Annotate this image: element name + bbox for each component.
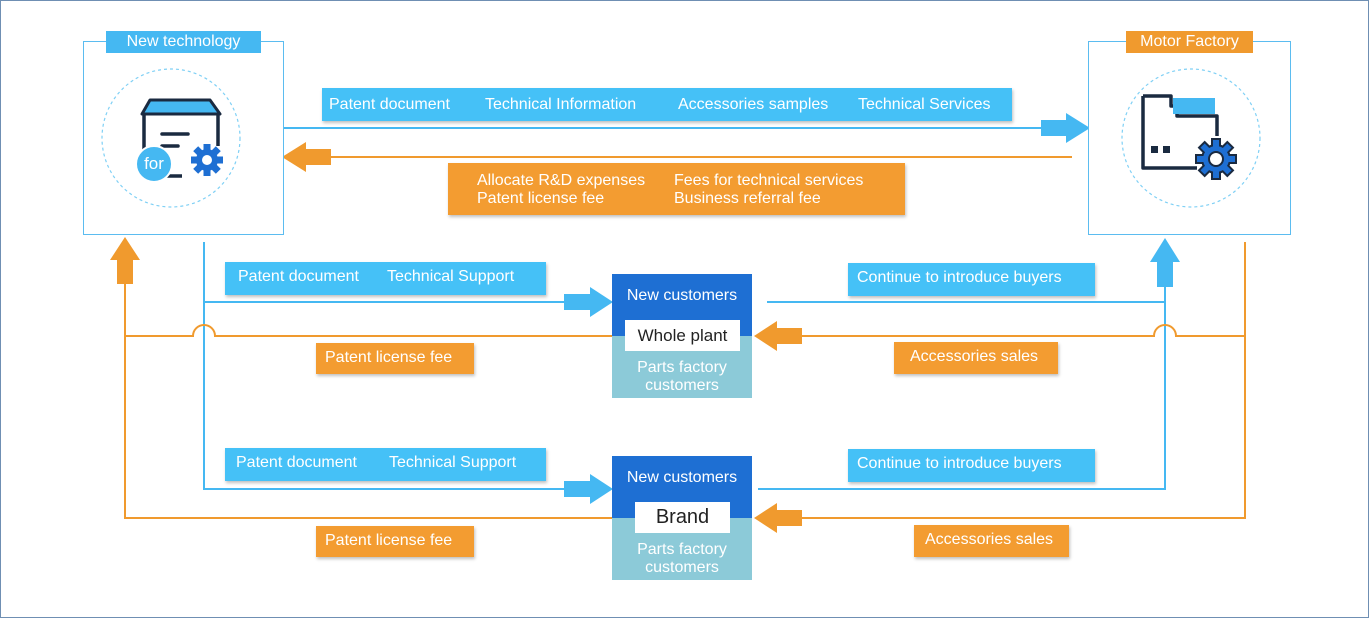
support-item: Technical Support (387, 268, 515, 285)
arrow-to-new-technology (282, 142, 331, 172)
support-item: Patent document (238, 268, 359, 285)
top-flow-item: Technical Information (485, 96, 637, 113)
top-flow-item: Accessories samples (678, 96, 829, 113)
technology-box-gear-icon (101, 68, 241, 208)
new-technology-title: New technology (106, 31, 261, 53)
support-item: Technical Support (389, 454, 517, 471)
right-blue-trunk (758, 286, 1166, 490)
arrow-to-customer-1 (564, 287, 613, 317)
accessories-sales-label: Accessories sales (925, 531, 1054, 548)
top-flow-bar: Patent document Technical Information Ac… (322, 88, 1012, 121)
arrow-up-to-new-technology (110, 237, 140, 284)
row2-introduce-buyers-bar: Continue to introduce buyers (848, 449, 1095, 482)
for-badge-label: for (144, 154, 164, 173)
row1-support-bar: Patent document Technical Support (225, 262, 546, 295)
patent-fee-label: Patent license fee (325, 532, 453, 549)
row2-support-bar: Patent document Technical Support (225, 448, 546, 481)
right-orange-branch-1 (802, 324, 1245, 337)
arrow-to-motor-factory (1041, 113, 1090, 143)
arrow-up-to-motor-factory (1150, 238, 1180, 287)
customer-block-whole-plant: New customers Parts factory customers Wh… (612, 274, 752, 398)
customer-type: Whole plant (625, 320, 740, 351)
introduce-buyers-label: Continue to introduce buyers (857, 269, 1062, 286)
row1-introduce-buyers-bar: Continue to introduce buyers (848, 263, 1095, 296)
left-orange-branch-1 (125, 324, 612, 337)
row2-accessories-sales-bar: Accessories sales (914, 525, 1069, 557)
fee-item: Business referral fee (674, 190, 821, 207)
left-orange-trunk (124, 283, 612, 519)
row1-accessories-sales-bar: Accessories sales (894, 342, 1058, 374)
row1-patent-fee-bar: Patent license fee (316, 343, 474, 374)
accessories-sales-label: Accessories sales (910, 348, 1039, 365)
introduce-buyers-label: Continue to introduce buyers (857, 455, 1062, 472)
fee-item: Allocate R&D expenses (477, 172, 646, 189)
arrow-sales-to-customer-1 (754, 321, 802, 351)
top-flow-item: Technical Services (858, 96, 991, 113)
motor-factory-title: Motor Factory (1126, 31, 1253, 53)
fee-item: Patent license fee (477, 190, 605, 207)
patent-fee-label: Patent license fee (325, 349, 453, 366)
customer-type: Brand (635, 502, 730, 533)
arrow-to-customer-2 (564, 474, 613, 504)
fee-item: Fees for technical services (674, 172, 864, 189)
customer-block-brand: New customers Parts factory customers Br… (612, 456, 752, 580)
top-fees-bar: Allocate R&D expenses Fees for technical… (448, 163, 905, 215)
arrow-sales-to-customer-2 (754, 503, 802, 533)
new-technology-node: for (83, 41, 284, 235)
factory-gear-icon (1121, 68, 1261, 208)
top-flow-item: Patent document (329, 96, 450, 113)
right-orange-trunk (802, 242, 1246, 519)
row2-patent-fee-bar: Patent license fee (316, 526, 474, 557)
motor-factory-node (1088, 41, 1291, 235)
support-item: Patent document (236, 454, 357, 471)
